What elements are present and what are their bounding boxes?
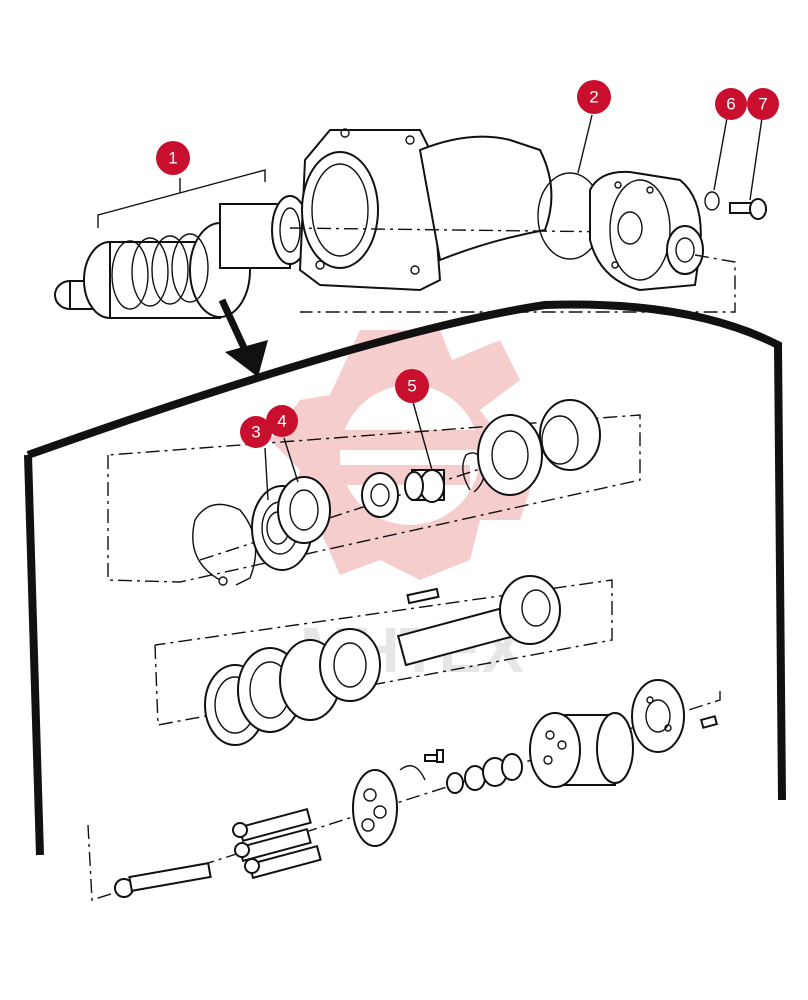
leader-5: [412, 401, 433, 471]
spring-clip-part: [399, 765, 426, 781]
group-b-bracket: [154, 579, 613, 726]
axis-line-top: [289, 227, 621, 233]
callout-badge-1[interactable]: 1: [156, 141, 190, 175]
axis-line-a: [199, 429, 601, 561]
callout-badge-3[interactable]: 3: [240, 416, 272, 448]
key-part: [406, 587, 440, 605]
svg-text:3: 3: [251, 423, 260, 442]
valve-plate-part: [631, 679, 685, 753]
svg-text:7: 7: [758, 95, 767, 114]
roller-bearing-part: [539, 399, 601, 471]
small-screw-part: [424, 749, 444, 763]
detail-frame-left: [24, 454, 44, 856]
bearing-stack-part: [204, 628, 381, 746]
pin-part: [699, 715, 719, 729]
callout-badge-7[interactable]: 7: [747, 88, 779, 120]
retaining-ring-part: [462, 452, 486, 493]
leader-2: [577, 114, 593, 174]
svg-text:1: 1: [168, 149, 177, 168]
arrow-icon: [218, 298, 268, 377]
callout-badge-6[interactable]: 6: [715, 88, 747, 120]
screw-part: [729, 198, 767, 220]
cylinder-block-part: [529, 712, 634, 788]
tapered-bearing-part: [477, 414, 543, 496]
svg-text:4: 4: [277, 412, 286, 431]
callout-badge-5[interactable]: 5: [395, 369, 429, 403]
group-c-bracket: [87, 690, 721, 901]
retaining-plate-part: [352, 769, 398, 847]
spacer-part: [361, 472, 399, 518]
washer-part: [704, 191, 720, 211]
svg-text:6: 6: [726, 95, 735, 114]
drive-shaft-part: [396, 575, 561, 667]
shaft-seal-part: [277, 476, 331, 544]
rotary-group-part: [54, 195, 309, 319]
svg-text:2: 2: [589, 88, 598, 107]
center-pin-part: [114, 862, 212, 898]
piston-set-part: [232, 807, 322, 880]
callout-badge-2[interactable]: 2: [577, 80, 611, 114]
leader-6: [713, 117, 728, 191]
leader-3: [264, 447, 269, 501]
item-1-bracket: [97, 169, 266, 228]
sleeve-part: [404, 469, 445, 503]
detail-frame: [26, 300, 786, 801]
leader-7: [749, 117, 763, 201]
callout-badge-4[interactable]: 4: [266, 405, 298, 437]
spring-set-part: [446, 753, 523, 794]
housing-part: [298, 128, 553, 292]
leader-4: [283, 437, 299, 483]
port-plate-part: [589, 170, 704, 292]
svg-text:5: 5: [407, 377, 416, 396]
